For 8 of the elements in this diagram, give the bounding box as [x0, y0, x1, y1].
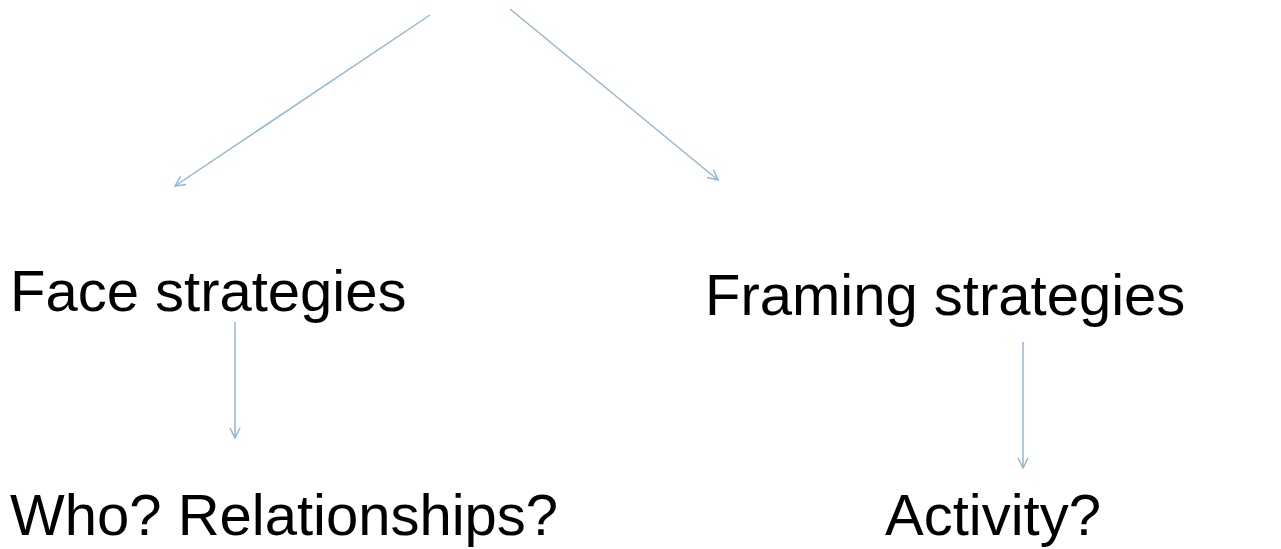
node-label: Who? Relationships? — [10, 485, 560, 546]
arrow — [1017, 341, 1029, 469]
node-label: Activity? — [885, 485, 1102, 546]
arrow — [509, 8, 719, 181]
node-label: Face strategies — [10, 261, 408, 322]
arrow — [174, 14, 431, 187]
node-label: Framing strategies — [705, 265, 1187, 326]
arrow — [229, 321, 241, 439]
